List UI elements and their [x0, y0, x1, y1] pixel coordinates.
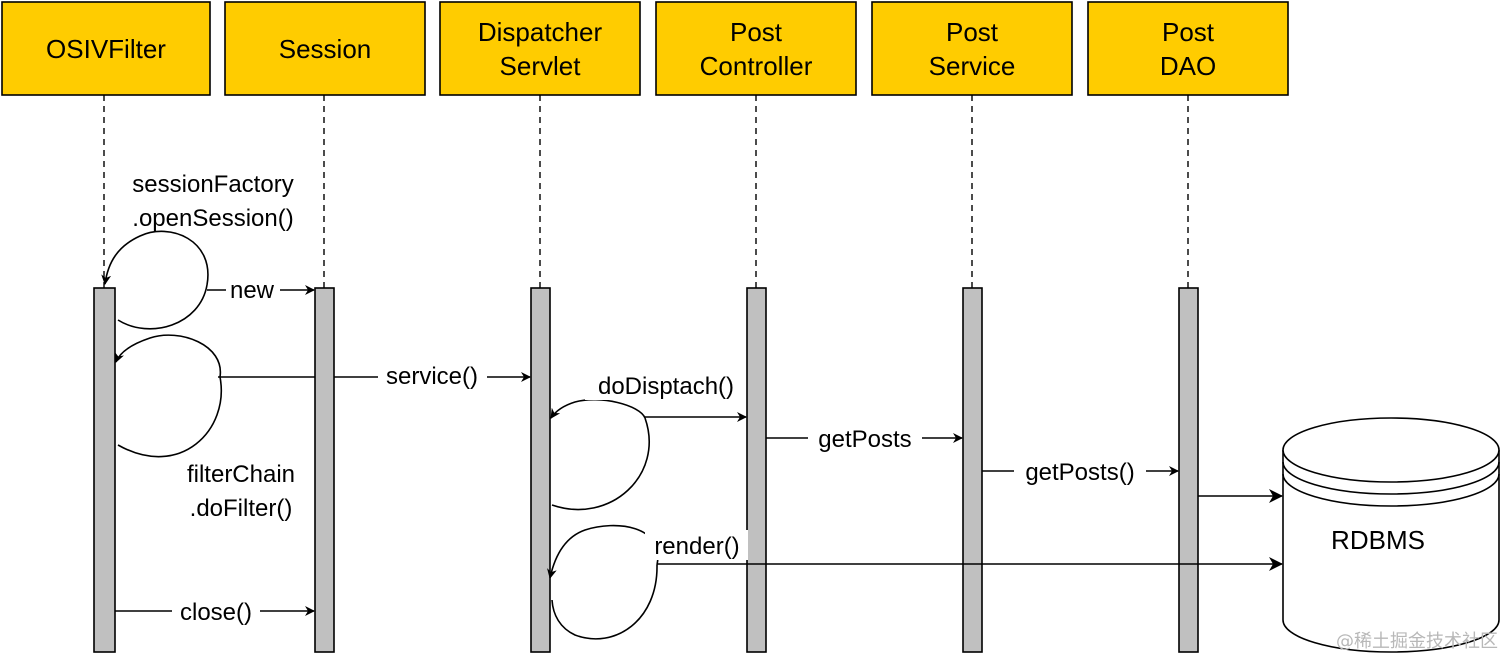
- message-get-posts-controller: getPosts: [766, 426, 963, 453]
- activation-post-service: [962, 287, 983, 653]
- message-new: new: [207, 277, 315, 304]
- message-label: getPosts: [818, 426, 911, 453]
- activation-dispatcher-servlet: [530, 287, 551, 653]
- message-label: service(): [386, 363, 478, 390]
- activation-session: [314, 287, 335, 653]
- participant-post-service: Post Service: [871, 1, 1073, 96]
- participant-label-line: Post: [730, 17, 783, 47]
- participant-label-line: OSIVFilter: [46, 34, 166, 64]
- activation-post-controller: [746, 287, 767, 653]
- database-rdbms: RDBMS: [1282, 417, 1500, 653]
- activation-osiv-filter: [93, 287, 116, 653]
- message-label-line: sessionFactory: [132, 171, 293, 198]
- message-label: close(): [180, 599, 252, 626]
- participant-label-line: Controller: [700, 51, 813, 81]
- participant-post-dao: Post DAO: [1087, 1, 1289, 96]
- participant-osiv-filter: OSIVFilter: [1, 1, 211, 96]
- message-label: new: [230, 277, 275, 304]
- participant-label-line: Post: [946, 17, 999, 47]
- message-label-line: .openSession(): [132, 205, 293, 232]
- participant-label-line: Dispatcher: [478, 17, 603, 47]
- participant-post-controller: Post Controller: [655, 1, 857, 96]
- activation-post-dao: [1178, 287, 1199, 653]
- message-open-session: sessionFactory .openSession(): [101, 171, 294, 330]
- participant-label-line: Service: [929, 51, 1016, 81]
- message-do-filter: filterChain .doFilter(): [114, 334, 295, 522]
- participant-session: Session: [224, 1, 426, 96]
- database-label: RDBMS: [1331, 525, 1425, 555]
- participant-label-line: Servlet: [500, 51, 582, 81]
- message-label-line: .doFilter(): [190, 495, 293, 522]
- message-label: doDisptach(): [598, 373, 734, 400]
- message-do-dispatch: doDisptach(): [550, 370, 747, 511]
- message-render: render(): [547, 524, 1283, 640]
- message-label-line: filterChain: [187, 461, 295, 488]
- message-label: render(): [654, 533, 739, 560]
- participant-label-line: DAO: [1160, 51, 1216, 81]
- message-close: close(): [115, 599, 315, 626]
- participant-label-line: Post: [1162, 17, 1215, 47]
- message-service: service(): [218, 363, 531, 390]
- message-get-posts-service: getPosts(): [982, 459, 1179, 486]
- message-label: getPosts(): [1025, 459, 1134, 486]
- participant-label-line: Session: [279, 34, 372, 64]
- watermark-text: @稀土掘金技术社区: [1336, 631, 1498, 652]
- participant-dispatcher-servlet: Dispatcher Servlet: [439, 1, 641, 96]
